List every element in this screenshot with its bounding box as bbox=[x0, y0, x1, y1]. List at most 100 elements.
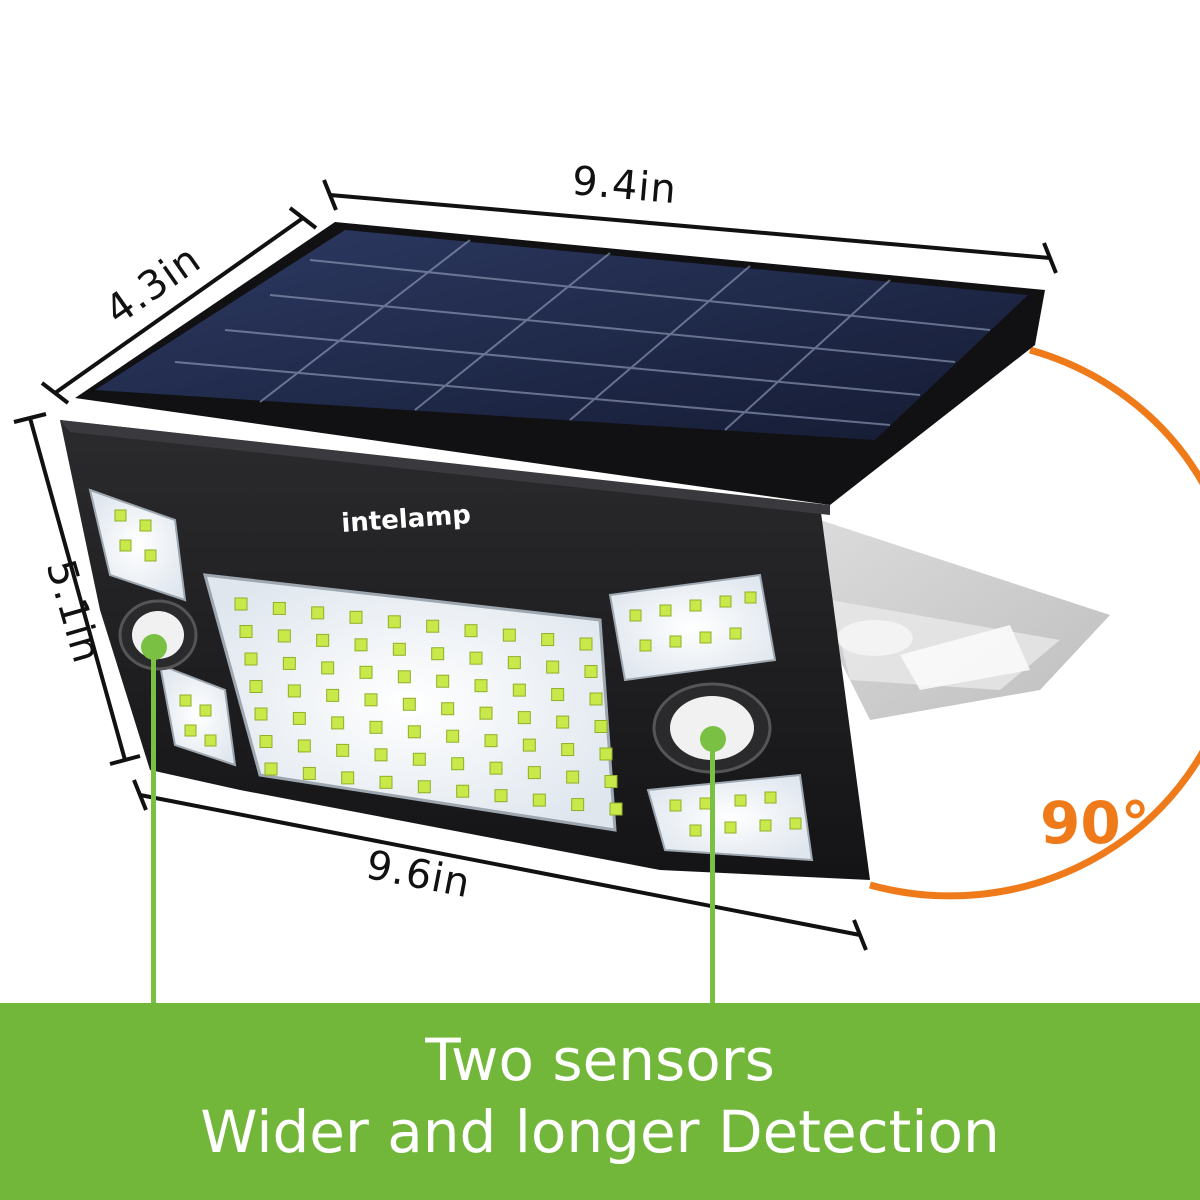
led-chip bbox=[364, 693, 378, 707]
led-chip bbox=[331, 716, 345, 730]
dimension-top-width-label: 9.4in bbox=[570, 158, 679, 213]
led-chip bbox=[441, 702, 455, 716]
led-chip bbox=[446, 729, 460, 743]
led-chip bbox=[417, 780, 431, 794]
led-chip bbox=[402, 697, 416, 711]
led-chip bbox=[789, 817, 802, 830]
led-chip bbox=[561, 743, 575, 757]
led-chip bbox=[729, 627, 742, 640]
right-sensor-leader-line bbox=[710, 740, 715, 1006]
led-chip bbox=[426, 619, 440, 633]
ghost-lamp-rotated bbox=[820, 520, 1110, 720]
led-chip bbox=[546, 660, 560, 674]
led-chip bbox=[639, 639, 652, 652]
led-chip bbox=[551, 688, 565, 702]
led-chip bbox=[341, 771, 355, 785]
led-chip bbox=[277, 629, 291, 643]
led-chip bbox=[254, 707, 268, 721]
led-chip bbox=[387, 615, 401, 629]
feature-banner: Two sensors Wider and longer Detection bbox=[0, 1003, 1200, 1200]
led-chip bbox=[392, 642, 406, 656]
led-chip bbox=[659, 604, 672, 617]
led-chip bbox=[354, 638, 368, 652]
led-chip bbox=[244, 652, 258, 666]
led-chip bbox=[669, 635, 682, 648]
led-chip bbox=[234, 597, 248, 611]
led-chip bbox=[566, 770, 580, 784]
side-led-modules bbox=[88, 488, 814, 862]
led-chip bbox=[484, 734, 498, 748]
led-chip bbox=[397, 670, 411, 684]
led-chip bbox=[412, 752, 426, 766]
led-chip bbox=[594, 720, 608, 733]
led-chip bbox=[297, 739, 311, 753]
dimension-bottom-width-label: 9.6in bbox=[362, 842, 474, 907]
led-chip bbox=[204, 734, 217, 747]
led-chip bbox=[734, 794, 747, 807]
side-led-dots bbox=[114, 509, 802, 837]
led-chip bbox=[479, 706, 493, 720]
led-chip bbox=[179, 694, 192, 707]
dimension-bottom-width bbox=[132, 779, 868, 951]
led-chip bbox=[407, 725, 421, 739]
led-chip bbox=[532, 793, 546, 807]
led-chip bbox=[431, 647, 445, 661]
banner-headline: Two sensors bbox=[425, 1026, 775, 1094]
led-chip bbox=[541, 633, 555, 647]
led-chip bbox=[114, 509, 127, 522]
led-chip bbox=[512, 683, 526, 697]
led-chip bbox=[699, 631, 712, 644]
led-chip bbox=[507, 656, 521, 670]
led-chip bbox=[494, 789, 508, 803]
led-chip bbox=[456, 784, 470, 798]
led-chip bbox=[321, 661, 335, 675]
led-chip bbox=[316, 633, 330, 647]
led-chip bbox=[719, 595, 732, 608]
led-chip bbox=[609, 802, 623, 816]
led-chip bbox=[369, 720, 383, 734]
led-chip bbox=[464, 624, 478, 638]
led-chip bbox=[579, 637, 593, 651]
led-chip bbox=[599, 747, 613, 761]
led-chip bbox=[451, 757, 465, 771]
led-chip bbox=[489, 761, 503, 775]
led-chip bbox=[502, 628, 516, 642]
led-chip bbox=[764, 791, 777, 804]
led-grid bbox=[234, 597, 623, 816]
led-chip bbox=[379, 775, 393, 789]
led-chip bbox=[744, 591, 757, 604]
led-chip bbox=[139, 519, 152, 532]
led-chip bbox=[119, 539, 132, 552]
left-sensor-leader-line bbox=[151, 648, 156, 1006]
angle-arc bbox=[869, 346, 1200, 900]
led-chip bbox=[282, 656, 296, 670]
left-sensor-marker-icon bbox=[141, 634, 167, 660]
led-chip bbox=[474, 679, 488, 693]
led-chip bbox=[239, 625, 253, 638]
led-chip bbox=[759, 819, 772, 832]
led-chip bbox=[604, 775, 618, 788]
dimension-height bbox=[13, 412, 141, 766]
led-chip bbox=[629, 609, 642, 622]
led-chip bbox=[689, 599, 702, 612]
led-chip bbox=[527, 766, 541, 780]
led-chip bbox=[669, 799, 682, 812]
led-chip bbox=[517, 711, 531, 725]
led-chip bbox=[374, 748, 388, 762]
dimension-depth bbox=[40, 206, 318, 405]
led-chip bbox=[264, 762, 278, 776]
angle-label: 90° bbox=[1040, 789, 1150, 857]
led-chip bbox=[302, 766, 316, 780]
led-chip bbox=[589, 692, 603, 706]
led-chip bbox=[249, 680, 263, 693]
led-chip bbox=[436, 674, 450, 688]
led-chip bbox=[292, 711, 306, 725]
led-chip bbox=[144, 549, 157, 562]
led-chip bbox=[724, 821, 737, 834]
right-sensor-marker-icon bbox=[700, 726, 726, 752]
led-chip bbox=[689, 824, 702, 837]
dimension-top-width bbox=[322, 179, 1058, 274]
led-chip bbox=[336, 743, 350, 757]
led-chip bbox=[556, 715, 570, 729]
